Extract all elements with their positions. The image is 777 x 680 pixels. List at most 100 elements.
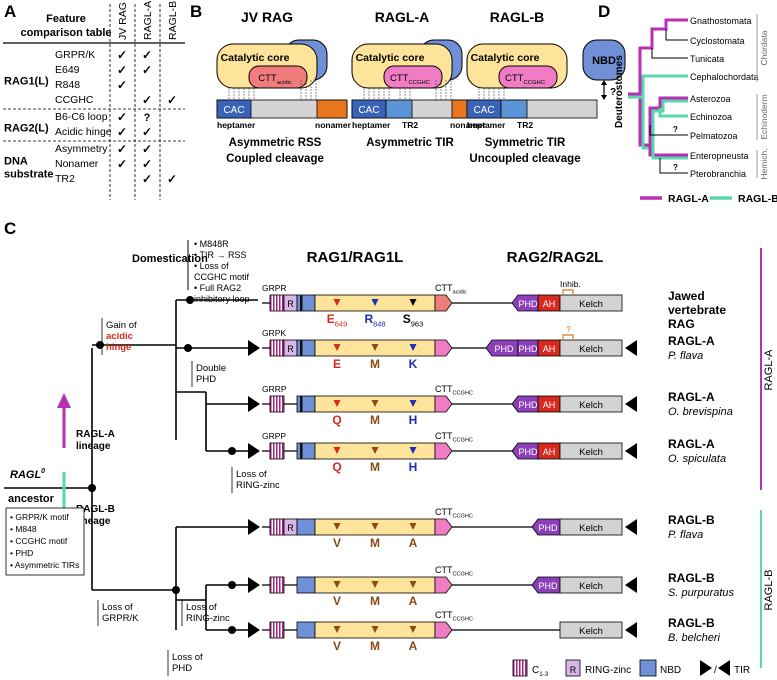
nbd-box-5	[296, 576, 316, 594]
legend-ring-box	[565, 659, 581, 677]
ctt-text-2-main: CTT	[435, 384, 453, 394]
residue-marker-4-1	[371, 523, 379, 530]
species-line3-0: RAG	[668, 317, 695, 331]
ring-label-1: R	[287, 344, 294, 354]
tir-left-1	[248, 340, 260, 356]
ctt-text-5-sub: CCGHC	[453, 572, 473, 578]
kelch-box-4	[559, 518, 623, 536]
mark-2-1-0: ✓	[117, 157, 127, 171]
branch-pelma	[649, 125, 688, 136]
residue-marker-1-2	[409, 344, 417, 351]
feature-label-2-2: TR2	[55, 173, 75, 185]
gain-acidic-hinge-1: acidic	[106, 331, 133, 342]
residue-label-4-1: M	[370, 536, 380, 550]
node-root	[88, 484, 96, 492]
branch-entero-a	[648, 145, 688, 157]
residue-label-6-1: M	[370, 639, 380, 653]
residue-marker-0-0	[333, 299, 341, 306]
residue-label-6-0-main: V	[333, 639, 341, 653]
ah-label-3: AH	[543, 447, 556, 457]
ctt-text-0: CTTacidic	[435, 283, 467, 296]
inhib-question: ?	[566, 324, 571, 334]
tir-left-2	[248, 396, 260, 412]
gain-acidic-hinge-0: Gain of	[106, 320, 137, 331]
ctt-text-0-main: CTT	[435, 283, 453, 293]
col-header-0: JV RAG	[117, 2, 129, 40]
model-title-2: RAGL-B	[490, 9, 544, 25]
species-line2-1: P. flava	[668, 350, 703, 362]
ctt-label-1-main: CTT	[390, 73, 409, 84]
feature-label-0-1: E649	[55, 64, 80, 76]
mark-2-0-0: ✓	[117, 142, 127, 156]
core-label-0: Catalytic core	[221, 52, 290, 64]
ctt-label-2-main: CTT	[505, 73, 524, 84]
panel-d: D GnathostomataCyclostomataTunicataCepha…	[598, 2, 777, 205]
tir-left-3	[248, 443, 260, 459]
kelch-label-1: Kelch	[579, 344, 603, 355]
node-b	[172, 586, 180, 594]
dom-bullet-0: • M848R	[194, 239, 229, 249]
residue-label-1-0: E	[333, 357, 341, 371]
ctt-text-6: CTTCCGHC	[435, 610, 473, 623]
species-line2-5: S. purpuratus	[668, 587, 735, 599]
residue-marker-3-1	[371, 447, 379, 454]
residue-label-0-2: S963	[403, 312, 423, 329]
legend-ring-letter: R	[570, 665, 577, 675]
taxon-0: Gnathostomata	[690, 16, 752, 26]
grp-bar-0	[300, 295, 303, 311]
phd-label-4: PHD	[538, 523, 558, 533]
caption1-2: Symmetric TIR	[485, 137, 566, 149]
legend-label-0: RAGL-A	[668, 193, 709, 205]
ctt-box-2	[434, 395, 453, 413]
phd-label-2: PHD	[518, 400, 538, 410]
residue-label-3-1-main: M	[370, 460, 380, 474]
phd-label-0: PHD	[518, 299, 538, 309]
double-phd-1: PHD	[196, 374, 216, 385]
col-header-2: RAGL-B	[167, 1, 179, 40]
group-label-0-0: RAG1(L)	[4, 76, 49, 88]
residue-marker-6-0	[333, 626, 341, 633]
residue-marker-0-2	[409, 299, 417, 306]
core-label-2: Catalytic core	[471, 52, 540, 64]
loss-ring-1: RING-zinc	[236, 480, 280, 491]
residue-label-0-1-main: R	[364, 312, 373, 326]
inhib-bracket	[562, 289, 574, 294]
node-spur	[228, 581, 236, 589]
ctt-domain-2	[498, 65, 558, 89]
species-line1-2: RAGL-A	[668, 390, 715, 404]
ctt-text-4-main: CTT	[435, 507, 453, 517]
tir-right-3	[625, 443, 637, 459]
residue-label-0-1: R848	[364, 312, 385, 329]
residue-label-1-0-main: E	[333, 357, 341, 371]
residue-label-3-0: Q	[332, 460, 341, 474]
group-name-0: Chordata	[759, 30, 769, 65]
mark-0-1-0: ✓	[117, 63, 127, 77]
tr2-box-1	[385, 99, 413, 119]
double-arrow-heads-2	[601, 80, 607, 100]
residue-label-5-2-main: A	[409, 594, 418, 608]
grp-bar-1	[300, 340, 303, 356]
nbd-box-0	[296, 294, 316, 312]
branch-tunic	[651, 48, 688, 59]
node-jv	[186, 296, 194, 304]
c13-box-6	[269, 621, 285, 639]
motif-label-1: GRPK	[262, 328, 286, 338]
residue-label-2-0-main: Q	[332, 413, 341, 427]
branch-gnatho-a	[638, 18, 688, 94]
model-title-0: JV RAG	[241, 9, 293, 25]
ctt-text-4: CTTCCGHC	[435, 507, 473, 520]
ctt-label-1-sub: CCGHC	[408, 80, 430, 86]
feature-label-0-3: CCGHC	[55, 94, 94, 106]
mark-1-1-1: ✓	[142, 125, 152, 139]
mark-1-1-0: ✓	[117, 125, 127, 139]
residue-label-6-1-main: M	[370, 639, 380, 653]
node-bbel	[228, 626, 236, 634]
ancestor-label-2: ancestor	[8, 493, 55, 505]
group-label-2-1: substrate	[4, 169, 54, 181]
kelch-box-3	[559, 442, 623, 460]
mark-2-1-1: ✓	[142, 157, 152, 171]
residue-label-0-0-main: E	[327, 312, 335, 326]
